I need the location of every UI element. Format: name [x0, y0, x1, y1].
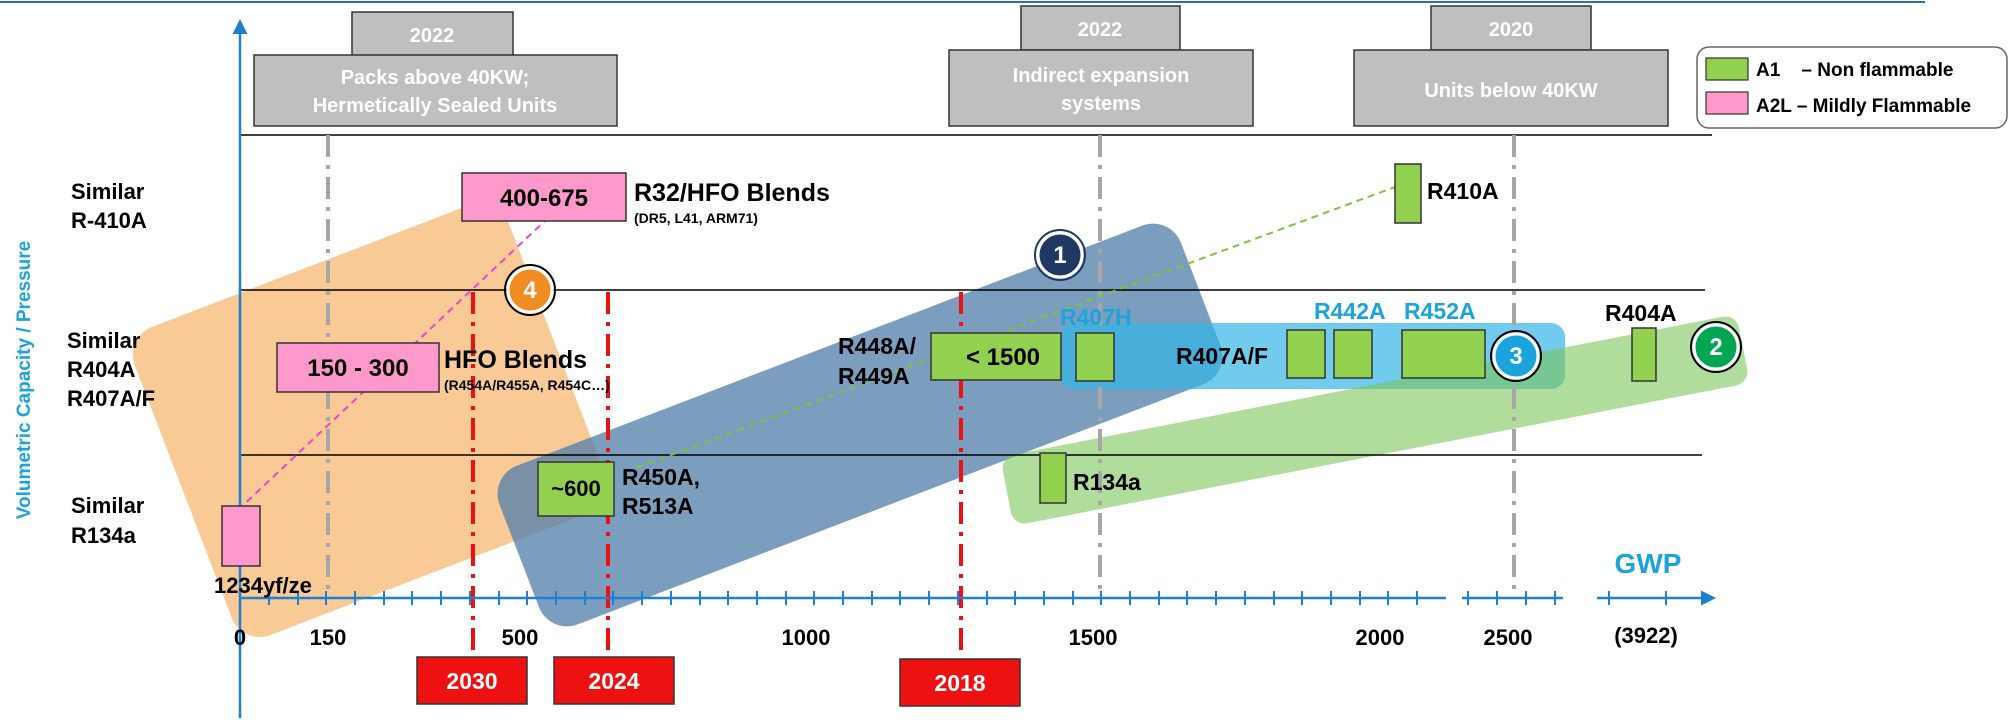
r407h-box [1075, 332, 1115, 382]
legend-label-a2l: A2L – Mildly Flammable [1756, 96, 1971, 117]
scope-label: Packs above 40KW; [341, 67, 530, 89]
row-label: R404A [67, 357, 136, 382]
y-axis-title: Volumetric Capacity / Pressure [14, 241, 35, 519]
group-number-2: 2 [1709, 334, 1722, 361]
a2l-trend-line [237, 217, 549, 511]
r452a-box [1401, 329, 1486, 379]
r442a-box [1333, 329, 1373, 379]
group-region-2 [1002, 316, 1748, 524]
scope-box [253, 54, 618, 127]
r134a-label: R134a [1073, 469, 1141, 495]
r448a-gwp: < 1500 [966, 344, 1040, 371]
r32-blend-examples: (DR5, L41, ARM71) [634, 210, 758, 226]
r32-gwp-range: 400-675 [500, 185, 588, 212]
group-badge-4 [506, 266, 554, 314]
r449a-label: R449A [838, 363, 910, 389]
legend [1696, 46, 2008, 129]
group-number-1: 1 [1053, 242, 1066, 269]
group-number-3: 3 [1509, 343, 1522, 370]
x-tick-label: 2000 [1356, 625, 1405, 650]
year-label: 2022 [410, 25, 455, 47]
group-badge-2-ring [1690, 321, 1742, 373]
legend-swatch-a2l [1705, 91, 1749, 115]
group-badge-4-ring [504, 264, 556, 316]
a1-trend-line [624, 186, 1396, 473]
group-badge-2 [1692, 323, 1740, 371]
row-label: R-410A [71, 208, 147, 233]
r32-blend-label: R32/HFO Blends [634, 179, 830, 207]
group-badge-3-ring [1490, 330, 1542, 382]
hfo-blend-box [276, 342, 440, 393]
scope-box [948, 49, 1254, 127]
r134a-box [1039, 452, 1067, 504]
x-axis-ticks [268, 591, 1667, 605]
r448a-label: R448A/ [838, 333, 917, 359]
year-label: 2022 [1078, 19, 1123, 41]
r448a-box [930, 332, 1062, 381]
deadline-year: 2018 [934, 670, 985, 696]
r450a-box [537, 461, 615, 517]
r1234yf-box [221, 505, 261, 567]
deadline-year: 2030 [446, 668, 497, 694]
legend-swatch-a1 [1705, 57, 1749, 81]
row-label: Similar [67, 328, 141, 353]
x-tick-label: 1500 [1069, 625, 1118, 650]
legend-label-a1: A1 – Non flammable [1756, 60, 1953, 81]
x-tick-label: 0 [234, 625, 246, 650]
scope-label: Units below 40KW [1424, 80, 1597, 102]
r442a-label: R442A [1314, 298, 1386, 324]
r450a-gwp: ~600 [551, 476, 601, 501]
scope-label: Hermetically Sealed Units [313, 95, 558, 117]
r407af-box [1286, 329, 1326, 379]
r410a-box [1394, 163, 1422, 224]
group-number-4: 4 [523, 277, 537, 304]
x-tick-label: 500 [502, 625, 539, 650]
year-box [351, 11, 514, 57]
row-label: Similar [71, 493, 145, 518]
r404a-box [1631, 327, 1657, 382]
x-tick-label: 1000 [782, 625, 831, 650]
r513a-label: R513A [622, 493, 694, 519]
deadline-year: 2024 [588, 668, 639, 694]
deadline-box [553, 656, 675, 705]
group-badge-3 [1492, 332, 1540, 380]
x-tick-label: 150 [310, 625, 347, 650]
r452a-label: R452A [1404, 298, 1476, 324]
hfo-gwp-range: 150 - 300 [307, 355, 408, 382]
x-tick-label: 2500 [1484, 625, 1533, 650]
r32-blend-box [461, 172, 627, 222]
x-tick-label: (3922) [1614, 623, 1678, 648]
row-label: Similar [71, 179, 145, 204]
year-box [1430, 5, 1592, 51]
x-axis-title: GWP [1615, 548, 1682, 579]
r410a-label: R410A [1427, 178, 1499, 204]
r450a-label: R450A, [622, 464, 700, 490]
hfo-blend-label: HFO Blends [444, 346, 587, 374]
deadline-box [899, 658, 1021, 707]
r404a-label: R404A [1605, 300, 1677, 326]
year-box [1020, 5, 1181, 51]
r407h-label: R407H [1060, 304, 1132, 330]
r407af-label: R407A/F [1176, 343, 1268, 369]
row-label: R407A/F [67, 386, 155, 411]
scope-label: systems [1061, 93, 1141, 115]
year-label: 2020 [1489, 19, 1534, 41]
group-badge-1-ring [1034, 229, 1086, 281]
deadline-box [416, 656, 528, 705]
hfo-blend-examples: (R454A/R455A, R454C…) [444, 377, 610, 393]
scope-box [1353, 49, 1669, 127]
row-label: R134a [71, 523, 137, 548]
scope-label: Indirect expansion [1013, 65, 1190, 87]
group-badge-1 [1036, 231, 1084, 279]
group-region-1 [497, 223, 1223, 627]
r1234yf-label: 1234yf/ze [214, 573, 312, 598]
